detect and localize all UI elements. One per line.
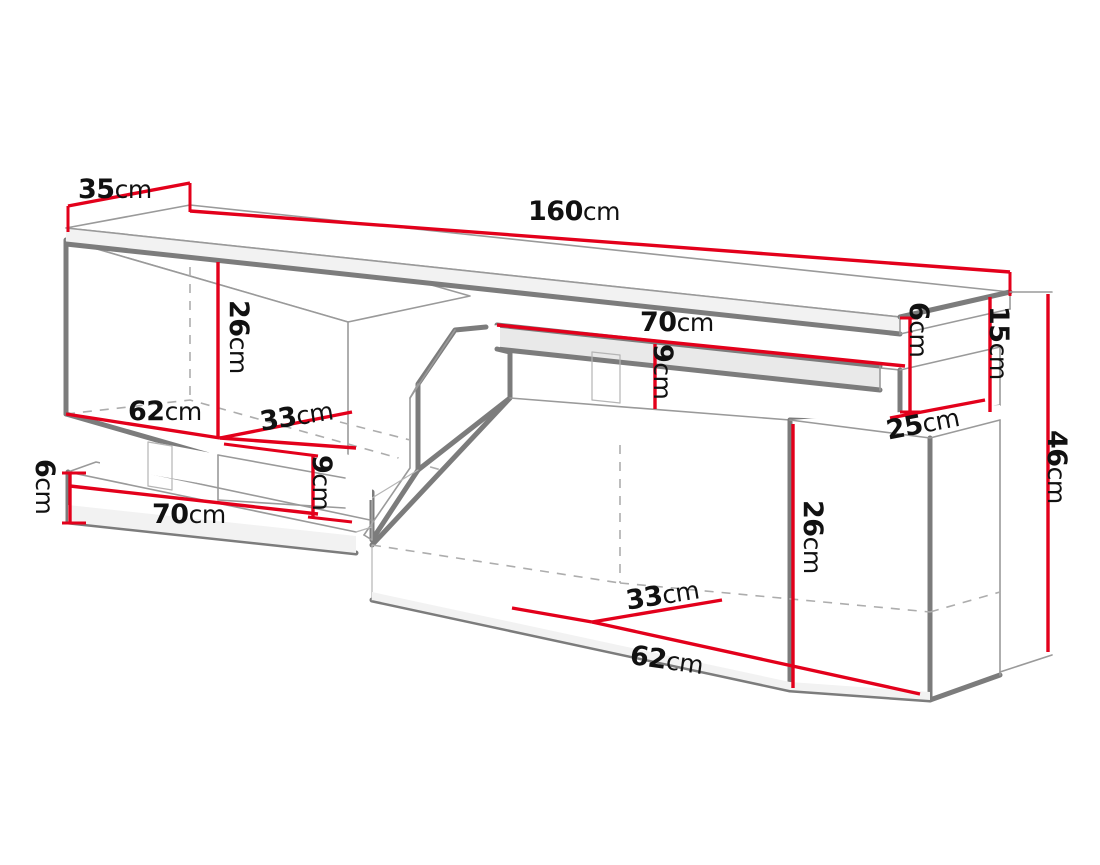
lower-box-hidden-base-back	[619, 582, 1001, 613]
dim-line-70-left	[69, 484, 319, 516]
dim-line-25	[889, 398, 986, 420]
center-step-inner-line	[363, 329, 456, 536]
dim-line-62-bottom-left	[511, 606, 593, 624]
dim-label-9-left: 9cm	[306, 455, 337, 511]
dim-label-15: 15cm	[983, 306, 1014, 380]
lower-box-right-bottom-edge	[927, 672, 1003, 703]
dim-line-33-upper	[219, 410, 353, 440]
dim-tick-9-left-bottom	[307, 515, 353, 524]
left-shelf-inner-bottom	[217, 499, 346, 509]
left-box-top-front-edge	[65, 239, 349, 323]
dim-line-35	[67, 181, 191, 208]
center-step-bottom-connector	[363, 534, 373, 541]
dim-label-62-upper: 62cm	[128, 396, 202, 427]
dim-ext-46-bottom	[999, 654, 1053, 673]
center-hidden-ledge	[339, 421, 411, 441]
dim-tick-9-left-top	[223, 442, 319, 458]
left-shelf-divider-top	[147, 441, 173, 447]
lower-box-front-top-edge	[789, 419, 931, 439]
dim-label-70-right: 70cm	[640, 307, 714, 338]
dim-line-160	[189, 209, 1011, 274]
dim-line-70-right	[496, 323, 906, 368]
wedge-top-edge	[509, 397, 791, 421]
dim-label-46: 46cm	[1041, 430, 1072, 504]
left-shelf-inner-top	[217, 454, 346, 479]
dim-label-9-right: 9cm	[647, 344, 678, 400]
left-bottom-panel-right-end	[355, 526, 373, 533]
dim-label-26-left: 26cm	[223, 300, 254, 374]
lower-box-hidden-base-left	[371, 544, 621, 584]
dimension-lines	[62, 181, 1053, 696]
wedge-slope-edge	[369, 395, 513, 548]
lower-box-right-top-edge	[929, 419, 1001, 439]
dim-line-62-upper	[65, 412, 221, 440]
right-shelf-bottom-edge	[494, 346, 883, 393]
right-unit-top-side	[899, 346, 1001, 371]
left-bottom-panel-back-top	[67, 461, 371, 521]
center-step-ledge	[371, 469, 419, 541]
left-shelf-divider-bottom	[147, 485, 173, 491]
right-unit-divider-bottom	[591, 399, 621, 404]
right-unit-divider-top	[591, 351, 621, 356]
top-panel-right-top-edge	[897, 289, 1013, 320]
dim-label-35: 35cm	[78, 174, 152, 205]
cabinet-body	[63, 204, 1013, 703]
dim-label-70-left: 70cm	[152, 499, 226, 530]
left-box-hidden-bottom-back	[65, 399, 471, 479]
dim-label-6-right: 6cm	[903, 302, 934, 358]
dim-line-62-bottom	[591, 620, 921, 696]
top-panel-front-top-edge	[65, 227, 901, 318]
dim-line-33-bottom	[591, 598, 723, 624]
dim-line-33-upper-base	[219, 436, 357, 450]
dim-label-6-left: 6cm	[29, 459, 60, 515]
top-panel-front-bottom-edge	[63, 241, 903, 337]
dim-label-26-right: 26cm	[797, 500, 828, 574]
dim-label-160: 160cm	[528, 196, 620, 227]
center-step-outline-lower	[415, 346, 513, 473]
center-step-short-connector	[409, 383, 419, 399]
